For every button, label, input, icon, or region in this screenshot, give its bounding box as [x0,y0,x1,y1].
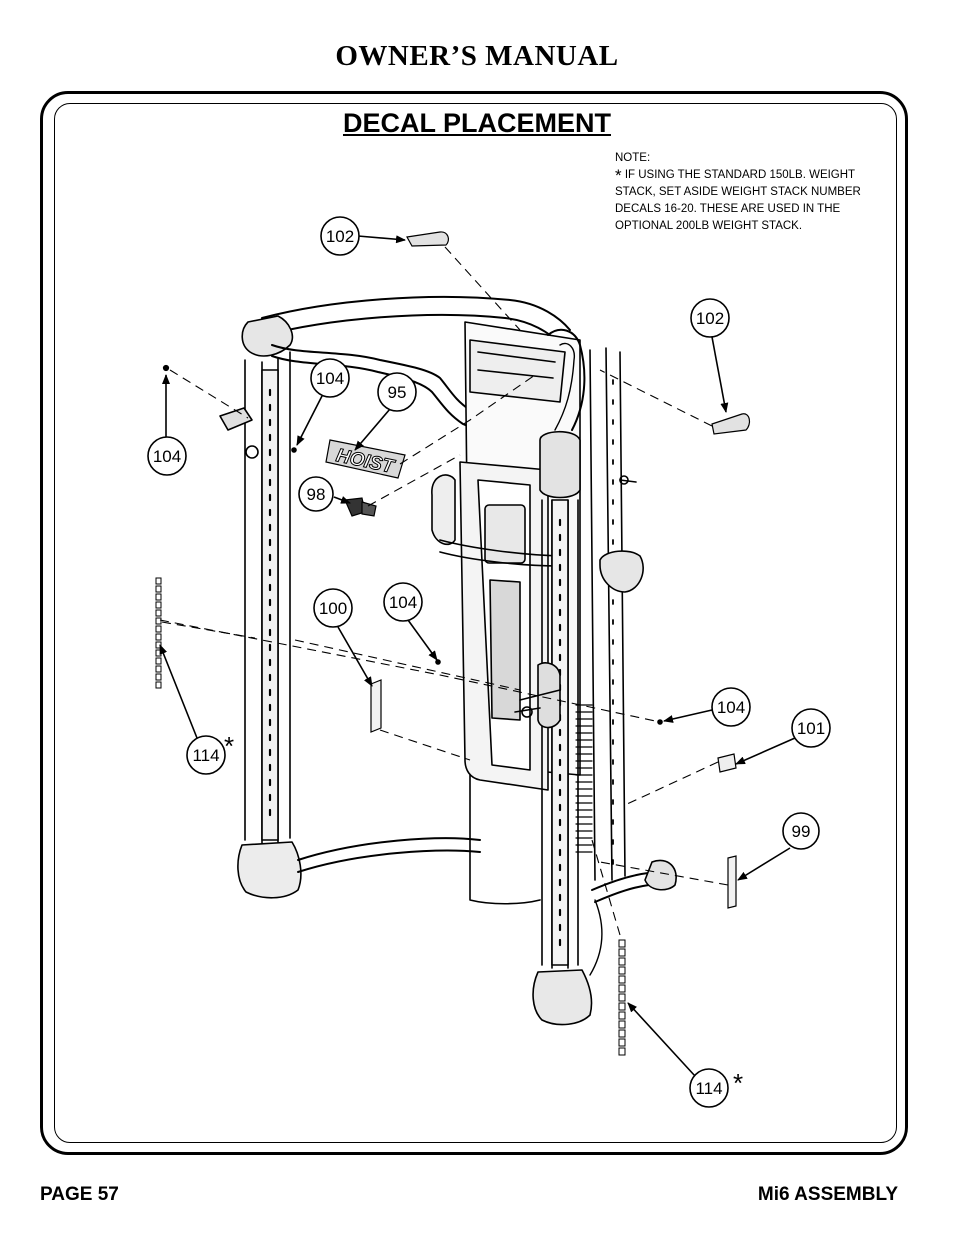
section-title: DECAL PLACEMENT [342,108,611,138]
callout-114-left [186,735,226,775]
page-number: PAGE 57 [40,1184,119,1205]
note-text: IF USING THE STANDARD 150LB. WEIGHT STAC… [615,169,861,232]
callout-asterisk-bottom: * [733,1068,743,1098]
decal-102-right [711,413,751,435]
callout-label-98: 98 [307,485,326,504]
diagram-frame-outer [40,91,908,1155]
note-body: * IF USING THE STANDARD 150LB. WEIGHT ST… [615,167,895,235]
decal-95-text: HOIST [334,445,397,478]
callout-label-101: 101 [797,719,825,738]
note-heading: NOTE: [615,152,651,164]
diagram-frame-inner [54,103,897,1143]
callout-95 [377,372,417,412]
callout-label-100: 100 [319,599,347,618]
callout-102-right [690,298,730,338]
callout-114-bottom [689,1068,729,1108]
callout-104-left [147,436,187,476]
decal-100 [370,679,382,733]
callout-98 [298,476,334,512]
placement-lines [159,246,729,936]
callout-100 [313,588,353,628]
callout-asterisk-left: * [224,731,234,761]
callout-bubbles [147,216,831,1108]
callout-labels: 102 102 104 95 104 98 100 104 104 101 99… [153,227,825,1098]
decal-104-dot-a [162,364,170,372]
decal-104-dot-b [291,447,297,453]
footer-section-name: Mi6 ASSEMBLY [757,1184,898,1205]
callout-label-104-middle: 104 [389,593,417,612]
decal-114-strip-bottom [618,939,626,1056]
callout-99 [782,812,820,850]
callout-102-top [320,216,360,256]
machine-illustration [219,295,677,1026]
decal-104-dot-c [435,659,441,665]
decal-101 [717,753,737,773]
callout-label-99: 99 [792,822,811,841]
decal-98-knob [344,497,377,517]
decal-95-logo: HOIST [325,439,406,479]
callout-leaders [159,235,796,1077]
decal-114-strip-left [155,577,162,689]
decal-102-top [406,231,450,247]
callout-label-104-upper: 104 [316,369,344,388]
callout-label-104-left: 104 [153,447,181,466]
note-asterisk: * [615,166,622,185]
callout-label-114-bottom: 114 [695,1079,722,1098]
callout-label-104-right: 104 [717,698,745,717]
callout-101 [791,708,831,748]
callout-label-102-right: 102 [696,309,724,328]
callout-label-114-left: 114 [192,746,219,765]
page-header-title: OWNER’S MANUAL [335,40,619,72]
decal-99 [727,855,737,909]
callout-label-102-top: 102 [326,227,354,246]
assembly-note: NOTE: * IF USING THE STANDARD 150LB. WEI… [615,150,895,235]
callout-104-upper [310,358,350,398]
callout-104-middle [383,582,423,622]
callout-104-right [711,687,751,727]
callout-label-95: 95 [388,383,407,402]
